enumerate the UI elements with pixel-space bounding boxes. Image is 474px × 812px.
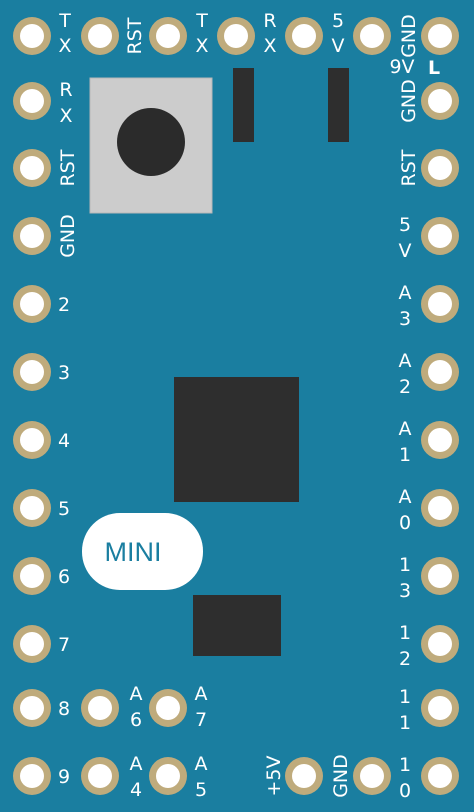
label-right-5-a: A	[399, 418, 412, 440]
label-inner-1-a: A	[195, 683, 208, 705]
label-left-6: 5	[58, 498, 70, 520]
label-top-4-a: 5	[332, 10, 344, 32]
label-inner-4: +5V	[263, 755, 285, 796]
label-right-9-b: 1	[399, 712, 411, 734]
label-right-7-a: 1	[399, 554, 411, 576]
pad-inner-gnd[interactable]	[353, 757, 391, 795]
corner-label-9v: 9V	[389, 56, 414, 78]
label-right-8-b: 2	[399, 648, 411, 670]
label-inner-3-a: A	[195, 753, 208, 775]
label-right-4-b: 2	[399, 376, 411, 398]
pad-left-6[interactable]	[13, 489, 51, 527]
label-left-7: 6	[58, 566, 70, 588]
pad-inner-5v[interactable]	[285, 757, 323, 795]
label-left-3: 2	[58, 294, 70, 316]
pad-right-10[interactable]	[421, 757, 459, 795]
pad-top-1[interactable]	[81, 17, 119, 55]
label-top-0-b: X	[58, 35, 71, 57]
label-left-10: 9	[58, 766, 70, 788]
label-right-8-a: 1	[399, 622, 411, 644]
label-right-6-a: A	[399, 486, 412, 508]
mini-badge-text: MINI	[105, 537, 162, 567]
label-left-0-a: R	[59, 79, 72, 101]
pad-left-4[interactable]	[13, 353, 51, 391]
label-left-9: 8	[58, 698, 70, 720]
corner-mark: L	[428, 57, 440, 79]
label-top-1: RST	[124, 17, 146, 54]
pad-top-4[interactable]	[285, 17, 323, 55]
label-right-2-b: V	[399, 240, 412, 262]
label-right-9-a: 1	[399, 686, 411, 708]
regulator-chip	[193, 595, 281, 656]
label-right-10-b: 0	[399, 780, 411, 802]
reset-button[interactable]	[89, 77, 213, 214]
pad-right-4[interactable]	[421, 353, 459, 391]
pad-right-6[interactable]	[421, 489, 459, 527]
pad-right-5[interactable]	[421, 421, 459, 459]
label-inner-1-b: 7	[195, 709, 207, 731]
pad-left-1[interactable]	[13, 149, 51, 187]
label-left-1: RST	[57, 149, 79, 186]
pad-right-1[interactable]	[421, 149, 459, 187]
label-inner-0-a: A	[130, 683, 143, 705]
pad-inner-a5[interactable]	[149, 757, 187, 795]
label-top-3-a: R	[263, 10, 276, 32]
pad-left-5[interactable]	[13, 421, 51, 459]
label-left-0-b: X	[59, 105, 72, 127]
pad-right-3[interactable]	[421, 285, 459, 323]
label-inner-0-b: 6	[130, 709, 142, 731]
label-right-4-a: A	[399, 350, 412, 372]
pad-left-8[interactable]	[13, 625, 51, 663]
pad-left-10[interactable]	[13, 757, 51, 795]
mini-badge: MINI	[82, 513, 203, 590]
pad-right-7[interactable]	[421, 557, 459, 595]
label-right-3-a: A	[399, 282, 412, 304]
label-top-5: GND	[398, 14, 420, 58]
header-strip-right	[328, 68, 349, 142]
pad-top-2[interactable]	[149, 17, 187, 55]
pad-left-9[interactable]	[13, 689, 51, 727]
label-left-4: 3	[58, 362, 70, 384]
label-top-4-b: V	[332, 35, 345, 57]
label-right-10-a: 1	[399, 754, 411, 776]
label-right-1: RST	[398, 149, 420, 186]
label-top-0-a: T	[58, 10, 71, 32]
pad-inner-a4[interactable]	[81, 757, 119, 795]
pad-top-corner[interactable]	[421, 17, 459, 55]
pad-right-9[interactable]	[421, 689, 459, 727]
pad-layer	[13, 17, 459, 795]
label-right-3-b: 3	[399, 308, 411, 330]
label-right-0: GND	[398, 79, 420, 123]
label-left-5: 4	[58, 430, 70, 452]
pad-right-0[interactable]	[421, 82, 459, 120]
pad-inner-a7[interactable]	[149, 689, 187, 727]
pad-inner-a6[interactable]	[81, 689, 119, 727]
label-left-8: 7	[58, 634, 70, 656]
label-top-3-b: X	[263, 35, 276, 57]
pad-right-8[interactable]	[421, 625, 459, 663]
pad-right-2[interactable]	[421, 217, 459, 255]
label-top-2-b: X	[195, 35, 208, 57]
label-left-2: GND	[57, 214, 79, 258]
label-inner-2-b: 4	[130, 779, 142, 801]
pad-left-3[interactable]	[13, 285, 51, 323]
microcontroller-chip	[174, 377, 299, 502]
pad-left-7[interactable]	[13, 557, 51, 595]
label-right-7-b: 3	[399, 580, 411, 602]
pad-left-2[interactable]	[13, 217, 51, 255]
label-right-5-b: 1	[399, 444, 411, 466]
label-inner-2-a: A	[130, 753, 143, 775]
label-inner-3-b: 5	[195, 779, 207, 801]
pad-top-5[interactable]	[353, 17, 391, 55]
label-right-2-a: 5	[399, 214, 411, 236]
label-top-2-a: T	[195, 10, 208, 32]
pad-left-0[interactable]	[13, 82, 51, 120]
pad-top-0[interactable]	[13, 17, 51, 55]
label-inner-5: GND	[330, 754, 352, 798]
label-right-6-b: 0	[399, 512, 411, 534]
header-strip-left	[233, 68, 254, 142]
pad-top-3[interactable]	[217, 17, 255, 55]
